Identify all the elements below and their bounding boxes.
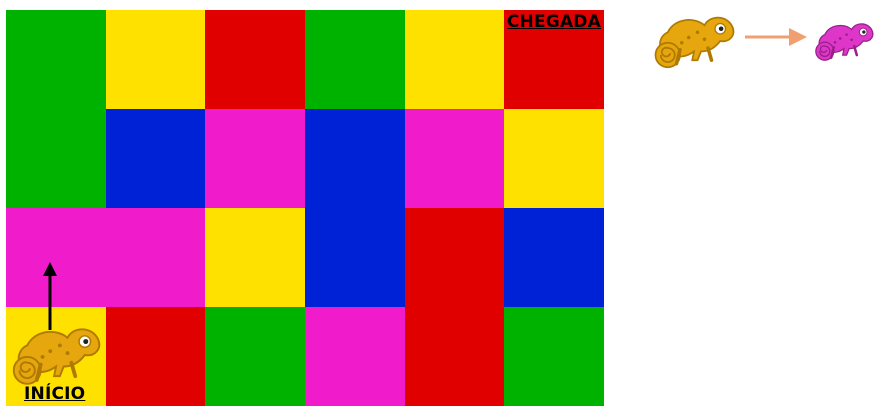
board-cell-3-1[interactable] [106,307,206,406]
board-cell-0-1[interactable] [106,10,206,109]
board-cell-1-3[interactable] [305,109,405,208]
board-cell-2-4[interactable] [405,208,505,307]
board-cell-1-4[interactable] [405,109,505,208]
board-cell-3-2[interactable] [205,307,305,406]
board-cell-2-1[interactable] [106,208,206,307]
game-board: CHEGADA INÍCIO [6,10,604,406]
magenta-chameleon-icon [812,6,875,76]
board-cell-2-2[interactable] [205,208,305,307]
start-label: INÍCIO [24,384,85,404]
board-cell-1-2[interactable] [205,109,305,208]
board-cell-0-5[interactable]: CHEGADA [504,10,604,109]
up-arrow-icon [40,262,60,332]
board-cell-1-5[interactable] [504,109,604,208]
board-cell-1-1[interactable] [106,109,206,208]
finish-label: CHEGADA [507,12,601,32]
board-cell-3-4[interactable] [405,307,505,406]
board-cell-1-0[interactable] [6,109,106,208]
yellow-chameleon-icon [648,6,740,76]
board-cell-3-3[interactable] [305,307,405,406]
board-cell-0-4[interactable] [405,10,505,109]
board-cell-0-2[interactable] [205,10,305,109]
board-cell-2-3[interactable] [305,208,405,307]
board-cell-0-3[interactable] [305,10,405,109]
right-arrow-icon [743,24,809,50]
color-rule [648,6,870,78]
board-cell-0-0[interactable] [6,10,106,109]
board-cell-2-5[interactable] [504,208,604,307]
board-cell-3-5[interactable] [504,307,604,406]
